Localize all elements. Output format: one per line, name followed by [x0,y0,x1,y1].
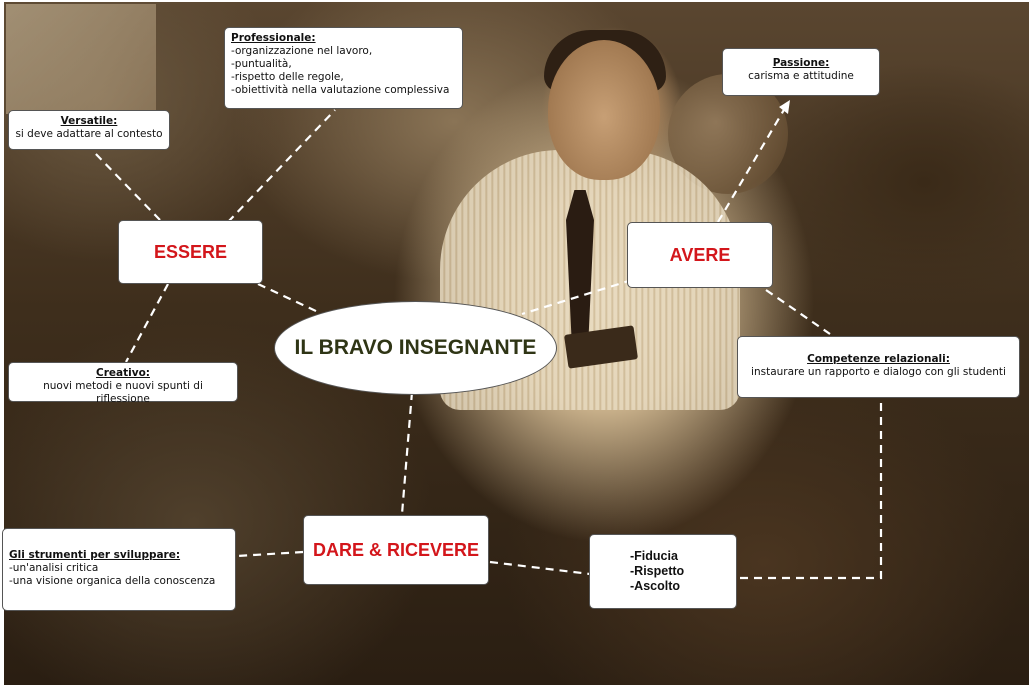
valori-ascolto: -Ascolto [630,579,680,593]
connector-avere-passione [717,107,786,223]
strumenti-box: Gli strumenti per sviluppare: -un'analis… [2,528,236,611]
professionale-box: Professionale: -organizzazione nel lavor… [224,27,463,109]
strumenti-title: Gli strumenti per sviluppare: [9,549,181,561]
professionale-line-1: -organizzazione nel lavoro, [231,45,373,57]
central-topic-label: IL BRAVO INSEGNANTE [294,336,537,359]
connector-avere-center [521,278,633,316]
arrowhead-passione [779,100,790,114]
teacher-head [548,40,660,180]
connector-essere-versatile [91,149,161,221]
professionale-line-2: -puntualità, [231,58,292,70]
versatile-box: Versatile: si deve adattare al contesto [8,110,170,150]
node-avere-label: AVERE [669,244,731,265]
competenze-title: Competenze relazionali: [807,353,950,365]
creativo-box: Creativo: nuovi metodi e nuovi spunti di… [8,362,238,405]
valori-rispetto: -Rispetto [630,564,685,578]
passione-title: Passione: [772,57,830,69]
professionale-line-3: -rispetto delle regole, [231,71,344,83]
strumenti-line-2: -una visione organica della conoscenza [9,575,216,587]
creativo-text: nuovi metodi e nuovi spunti di riflessio… [43,380,203,405]
connector-valori-competenze [740,398,883,580]
node-essere-label: ESSERE [153,241,228,262]
connector-dare-valori [489,560,591,576]
connector-essere-center [257,283,319,313]
versatile-title: Versatile: [60,115,118,127]
background-window [6,4,156,114]
competenze-text: instaurare un rapporto e dialogo con gli… [751,366,1006,378]
connector-avere-competenze [765,289,831,335]
connector-essere-creativo [125,283,169,363]
node-essere: ESSERE [118,220,263,284]
competenze-box: Competenze relazionali: instaurare un ra… [737,336,1020,398]
connector-dare-strumenti [236,550,304,558]
node-dare-ricevere-label: DARE & RICEVERE [312,539,480,560]
passione-text: carisma e attitudine [748,70,854,82]
valori-fiducia: -Fiducia [630,549,678,563]
node-avere: AVERE [627,222,773,288]
connector-essere-professionale [227,109,336,223]
strumenti-line-1: -un'analisi critica [9,562,99,574]
professionale-line-4: -obiettività nella valutazione complessi… [231,84,450,96]
versatile-text: si deve adattare al contesto [15,128,163,140]
central-topic: IL BRAVO INSEGNANTE [274,301,557,395]
teacher-tie [566,190,594,340]
node-dare-ricevere: DARE & RICEVERE [303,515,489,585]
connector-center-dare [400,391,414,515]
valori-box: -Fiducia -Rispetto -Ascolto [589,534,737,609]
creativo-title: Creativo: [96,367,150,379]
professionale-title: Professionale: [231,32,316,44]
passione-box: Passione: carisma e attitudine [722,48,880,96]
